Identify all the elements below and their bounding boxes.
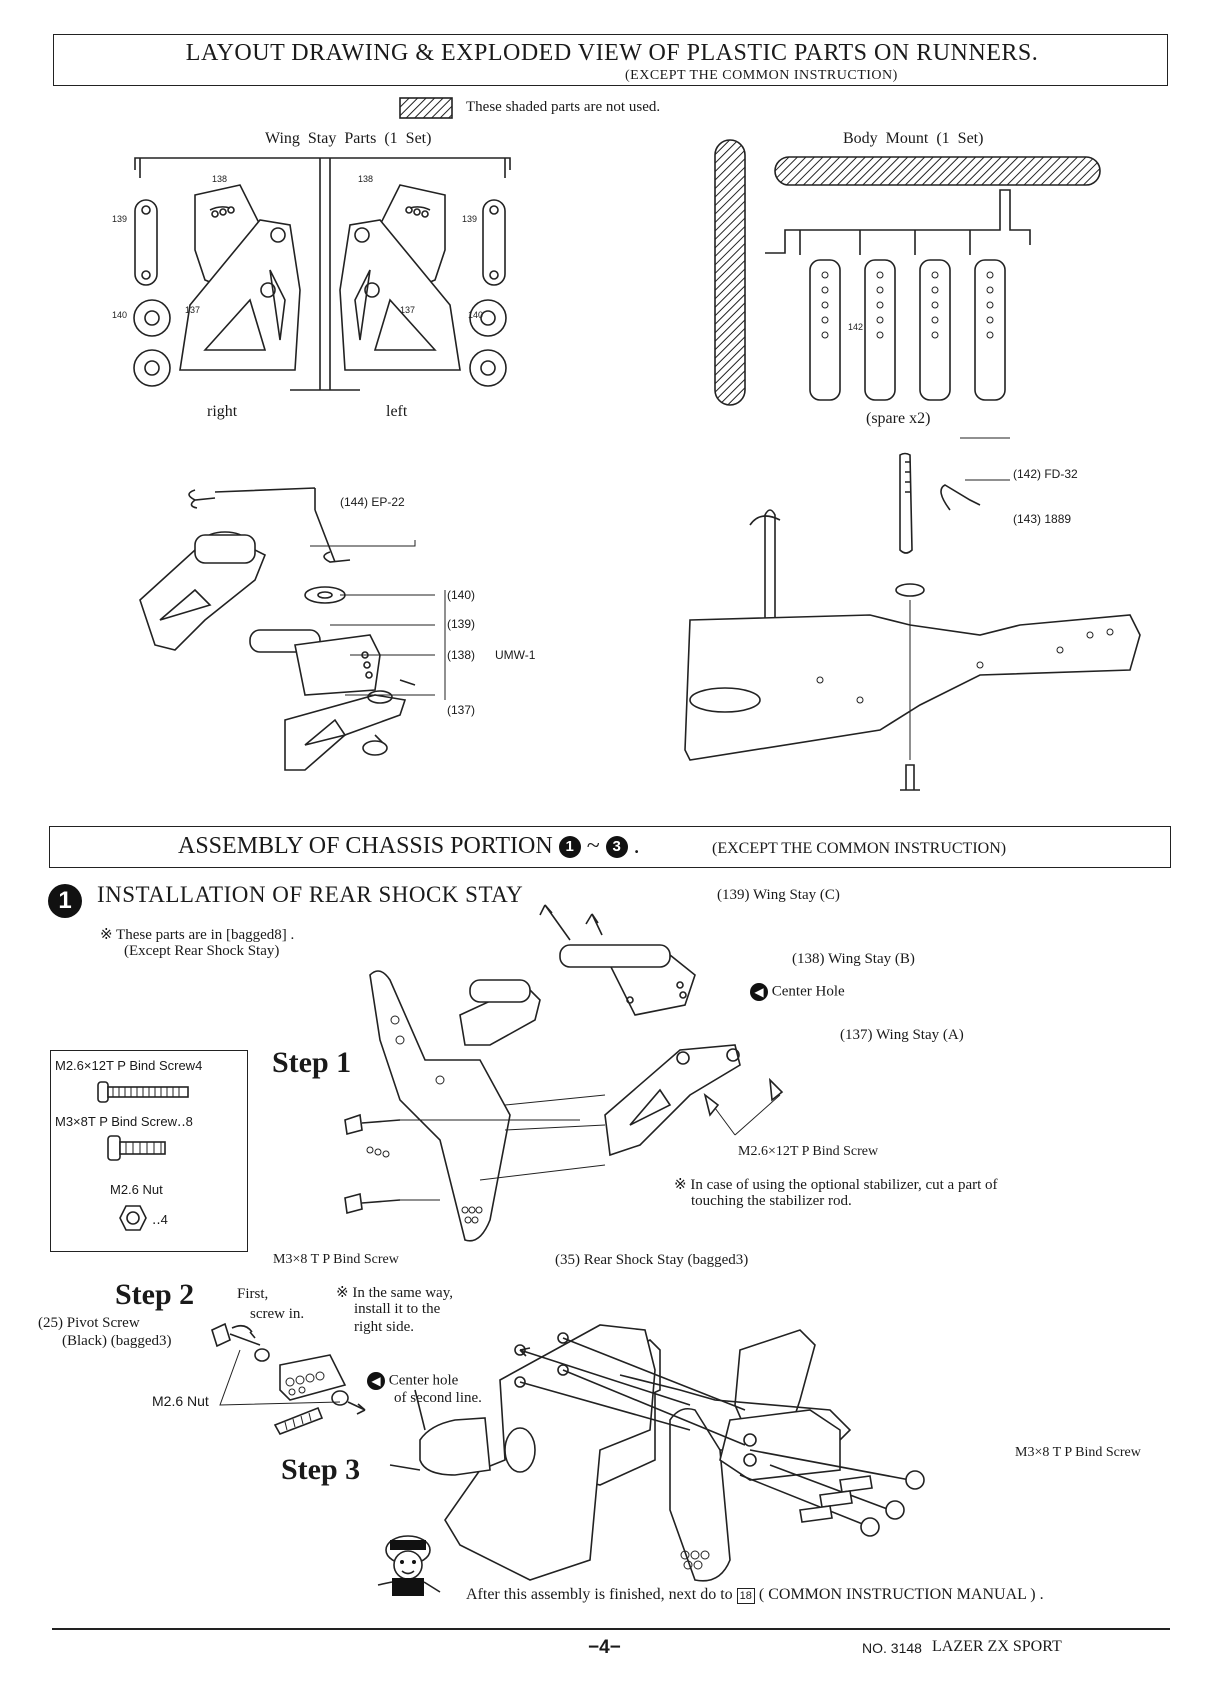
bind-screw-12-icon (97, 1081, 189, 1103)
m26-nut-label: M2.6 Nut (152, 1393, 209, 1409)
step1-assembly-drawing (344, 904, 784, 1242)
svg-text:139: 139 (112, 214, 127, 224)
right-label: right (207, 403, 238, 420)
manual-ref-badge: 18 (736, 1588, 755, 1604)
footer-rule (52, 1628, 1170, 1630)
section-title-text: ASSEMBLY OF CHASSIS PORTION (178, 833, 553, 859)
m26-screw-label: M2.6×12T P Bind Screw (738, 1144, 879, 1159)
section-header-box (49, 826, 1171, 868)
pivot-screw-label1: (25) Pivot Screw (38, 1315, 140, 1331)
part-138-label: (138) (447, 648, 476, 662)
part-140-label: (140) (447, 588, 476, 602)
bag-note-line1: ※ These parts are in [bagged8] . (100, 927, 295, 943)
parts-item3: M2.6 Nut (110, 1182, 163, 1197)
svg-text:138: 138 (358, 174, 373, 184)
header-box (53, 34, 1168, 86)
after-text: After this assembly is finished, next do… (466, 1586, 733, 1603)
part-1889-label: (143) 1889 (1013, 512, 1072, 526)
section-subtitle: (EXCEPT THE COMMON INSTRUCTION) (712, 840, 1007, 857)
same-way-line1: ※ In the same way, (336, 1285, 453, 1301)
center-hole-label: ◀ Center Hole (750, 983, 845, 1001)
step3-label: Step 3 (281, 1453, 361, 1486)
part-139-label: (139) (447, 617, 476, 631)
step-number-badge: 1 (48, 884, 82, 918)
wing-stay-runner-drawing: 138 138 139 139 140 140 137 137 (112, 157, 511, 391)
svg-text:138: 138 (212, 174, 227, 184)
step1-label: Step 1 (272, 1046, 352, 1079)
page-title: LAYOUT DRAWING & EXPLODED VIEW OF PLASTI… (185, 40, 1039, 66)
ep22-label: (144) EP-22 (340, 495, 405, 509)
arrow-left-icon: ◀ (750, 983, 768, 1001)
mascot-icon (377, 1535, 441, 1596)
shaded-legend-text: These shaded parts are not used. (466, 99, 661, 115)
parts-item1: M2.6×12T P Bind Screw4 (55, 1058, 203, 1073)
model-name: LAZER ZX SPORT (932, 1638, 1062, 1655)
after-assembly-note: After this assembly is finished, next do… (466, 1586, 1044, 1604)
wing-stay-parts-title: Wing Stay Parts (1 Set) (265, 130, 432, 147)
step3-assembly-drawing (389, 1324, 925, 1582)
parts-item3-qty: ‥4 (152, 1212, 168, 1227)
body-mount-title: Body Mount (1 Set) (843, 130, 984, 147)
wing-stay-a-label: (137) Wing Stay (A) (840, 1027, 964, 1043)
svg-text:139: 139 (462, 214, 477, 224)
left-label: left (386, 403, 408, 420)
nut-icon (119, 1205, 147, 1231)
step2-label: Step 2 (115, 1278, 195, 1311)
wing-stay-b-label: (138) Wing Stay (B) (792, 951, 915, 967)
parts-list-box (50, 1050, 248, 1252)
bind-screw-8-icon (107, 1135, 166, 1161)
bag-note-line2: (Except Rear Shock Stay) (124, 943, 280, 959)
page-subtitle: (EXCEPT THE COMMON INSTRUCTION) (625, 68, 898, 83)
svg-text:137: 137 (400, 305, 415, 315)
fd32-label: (142) FD-32 (1013, 467, 1078, 481)
m3-screw-label-step1: M3×8 T P Bind Screw (273, 1252, 399, 1267)
wing-stay-c-label: (139) Wing Stay (C) (717, 887, 840, 903)
svg-text:142: 142 (848, 322, 863, 332)
center-hole-text: Center Hole (771, 983, 845, 1000)
spare-label: (spare x2) (866, 410, 931, 427)
section-title: ASSEMBLY OF CHASSIS PORTION 1 ~ 3 . (178, 833, 640, 860)
center-hole2-text: Center hole (388, 1372, 459, 1389)
arrow-left-icon-2: ◀ (367, 1372, 385, 1390)
chassis-plate-drawing (684, 437, 1141, 791)
screw-in-label: screw in. (250, 1306, 305, 1322)
parts-item2: M3×8T P Bind Screw‥8 (55, 1114, 193, 1129)
same-way-line2: install it to the (354, 1301, 441, 1317)
step2-drawing (211, 1322, 366, 1435)
step-range-separator: ~ (586, 833, 600, 859)
after-tail-text: ( COMMON INSTRUCTION MANUAL ) . (758, 1586, 1044, 1603)
svg-text:140: 140 (468, 310, 483, 320)
part-137-label: (137) (447, 703, 476, 717)
step-range-start-icon: 1 (558, 836, 581, 859)
stabilizer-note-line1: ※ In case of using the optional stabiliz… (674, 1177, 998, 1193)
doc-code: NO. 3148 (862, 1640, 922, 1656)
svg-text:137: 137 (185, 305, 200, 315)
section-title-dot: . (633, 833, 640, 859)
shaded-legend-swatch (399, 97, 453, 119)
svg-text:140: 140 (112, 310, 127, 320)
step-range-end-icon: 3 (605, 836, 628, 859)
wing-stay-exploded-drawing (139, 487, 446, 771)
same-way-line3: right side. (354, 1319, 414, 1335)
pivot-screw-label2: (Black) (bagged3) (62, 1333, 172, 1349)
m3-screw-label-step3: M3×8 T P Bind Screw (1015, 1445, 1141, 1460)
body-mount-runner-drawing: 142 (714, 139, 1101, 406)
stabilizer-note-line2: touching the stabilizer rod. (691, 1193, 852, 1209)
page-number: −4− (588, 1637, 621, 1658)
first-label: First, (237, 1286, 269, 1302)
rear-shock-stay-label: (35) Rear Shock Stay (bagged3) (555, 1252, 749, 1268)
umw1-label: UMW-1 (495, 648, 536, 662)
install-title: INSTALLATION OF REAR SHOCK STAY (97, 882, 524, 907)
center-hole-second-line: ◀ Center hole (367, 1372, 458, 1390)
